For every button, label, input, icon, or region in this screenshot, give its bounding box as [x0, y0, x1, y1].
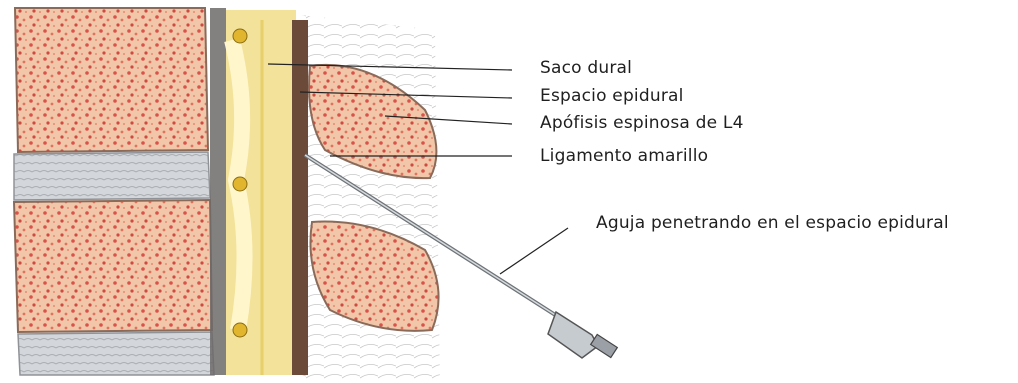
label-espacio-epidural: Espacio epidural [540, 86, 684, 106]
leader-aguja [500, 228, 568, 274]
label-aguja: Aguja penetrando en el espacio epidural [596, 213, 949, 233]
intervertebral-disc-upper [14, 152, 210, 200]
posterior-longitudinal-ligament [210, 8, 226, 375]
vertebral-body-upper [15, 8, 208, 152]
label-apofisis-espinosa: Apófisis espinosa de L4 [540, 113, 744, 133]
intervertebral-disc-lower [18, 332, 214, 375]
label-saco-dural: Saco dural [540, 58, 632, 78]
ligamentum-flavum [292, 20, 308, 375]
label-ligamento-amarillo: Ligamento amarillo [540, 146, 708, 166]
vertebral-body-lower [14, 200, 212, 332]
